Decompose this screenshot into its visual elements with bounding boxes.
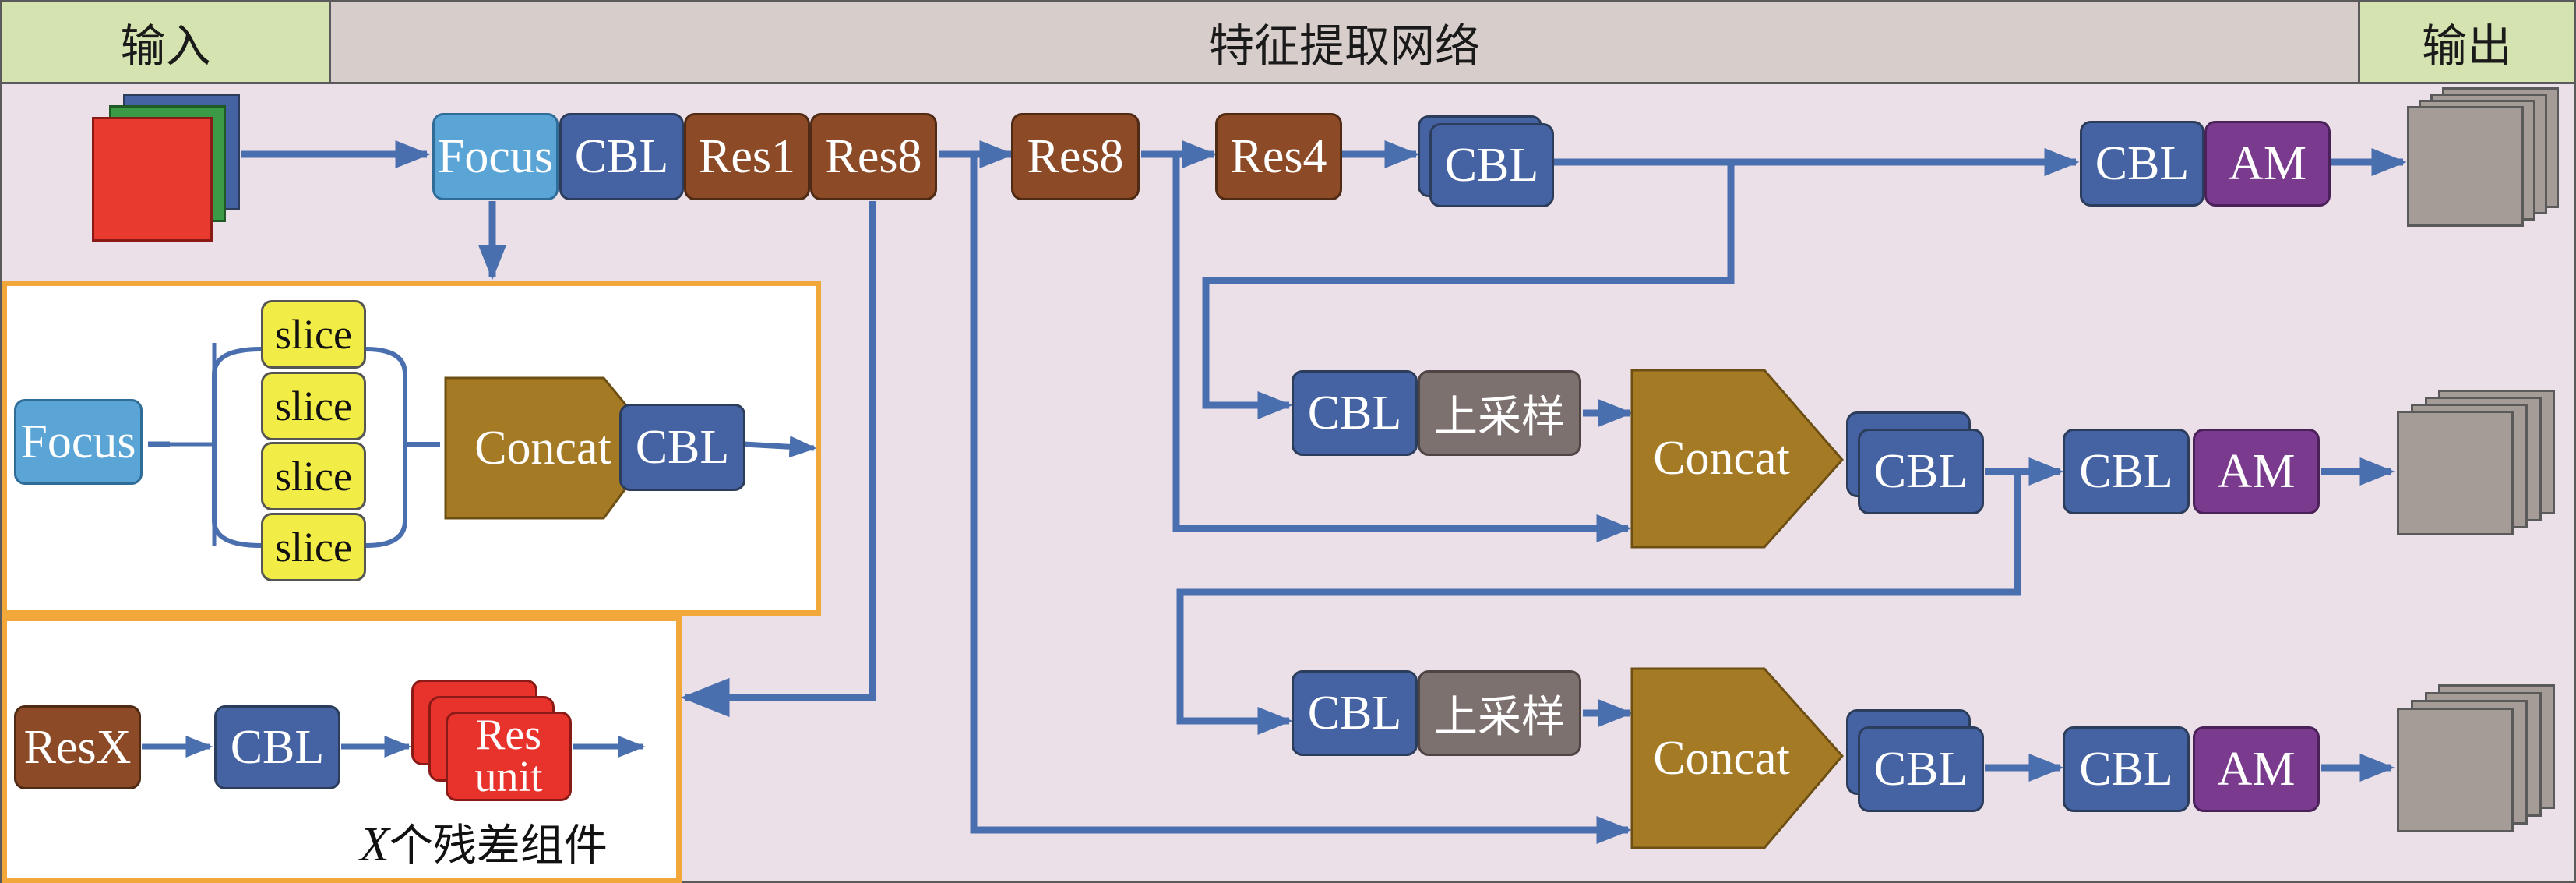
slice-label-4: slice [275, 524, 352, 570]
bot-cbl-in-label: CBL [1307, 686, 1402, 740]
arrow-branch1-down [1202, 162, 1735, 419]
mid-am-block: AM [2193, 429, 2320, 514]
detail-cbl-label: CBL [635, 420, 730, 474]
mid-cbl-in-block: CBL [1292, 370, 1418, 456]
detail-concat-label: Concat [474, 421, 611, 475]
bot-cbl-stack-label: CBL [1873, 742, 1968, 796]
mid-cbl-stack: CBL [1858, 429, 1984, 514]
input-image [92, 94, 248, 249]
mid-am-label: AM [2217, 444, 2296, 498]
backbone-cbl-stack: CBL [1429, 123, 1554, 207]
top-output-stack [2407, 87, 2563, 228]
mid-cbl-block: CBL [2063, 429, 2190, 514]
bot-am-label: AM [2217, 742, 2296, 796]
mid-cbl-stack-label: CBL [1873, 444, 1968, 498]
res-unit-block: Res unit [446, 712, 572, 801]
slice-label-1: slice [275, 311, 352, 358]
slice-block-4: slice [261, 513, 366, 581]
res8-block-1: Res8 [810, 113, 937, 200]
bot-am-block: AM [2193, 726, 2320, 812]
concat-shape-mid [1630, 369, 1844, 549]
detail-cbl-block: CBL [619, 404, 745, 491]
detail-focus-block: Focus [14, 399, 143, 485]
input-header: 输入 [0, 0, 331, 84]
arrow-res8-resx-panel [680, 201, 876, 718]
slice-bracket-left [212, 347, 262, 548]
top-cbl-block: CBL [2080, 121, 2204, 207]
residual-caption-var: X [360, 818, 389, 871]
slice-label-2: slice [275, 383, 352, 429]
top-cbl-label: CBL [2095, 136, 2190, 190]
res8-label-1: Res8 [825, 129, 922, 183]
slice-block-1: slice [261, 300, 366, 369]
mid-concat-label: Concat [1653, 432, 1790, 485]
resx-block: ResX [14, 705, 141, 789]
mid-upsample-label: 上采样 [1434, 391, 1565, 443]
network-header: 特征提取网络 [329, 0, 2360, 84]
mid-cbl-in-label: CBL [1307, 386, 1402, 440]
resx-cbl-label: CBL [230, 720, 325, 774]
concat-shape-bot [1630, 667, 1844, 849]
mid-output-stack [2395, 390, 2559, 538]
residual-caption-text: 个残差组件 [389, 821, 608, 871]
bot-cbl-stack: CBL [1858, 726, 1984, 812]
bot-upsample-label: 上采样 [1434, 691, 1565, 743]
bot-output-stack [2395, 684, 2559, 836]
network-header-label: 特征提取网络 [1208, 19, 1480, 72]
res4-label: Res4 [1230, 129, 1327, 183]
res8-label-2: Res8 [1027, 129, 1124, 183]
output-header-label: 输出 [2421, 19, 2512, 72]
resx-label: ResX [23, 720, 132, 774]
top-am-block: AM [2204, 121, 2331, 207]
arrow-detail-cbl-out [743, 436, 817, 458]
res1-block: Res1 [684, 113, 810, 200]
mid-upsample-block: 上采样 [1418, 370, 1581, 456]
res1-label: Res1 [699, 129, 795, 183]
residual-caption: X个残差组件 [360, 811, 608, 874]
arrow-res8-mid-concat [1172, 154, 1632, 542]
res-unit-label-line1: Res [476, 711, 541, 760]
bot-concat-label: Concat [1653, 731, 1790, 785]
slice-block-3: slice [261, 442, 366, 510]
backbone-cbl-stack-label: CBL [1444, 138, 1539, 192]
bot-upsample-block: 上采样 [1418, 670, 1581, 756]
focus-block-label: Focus [437, 129, 554, 183]
detail-focus-label: Focus [20, 415, 136, 468]
backbone-cbl-label: CBL [574, 129, 669, 183]
output-header: 输出 [2358, 0, 2576, 84]
res-unit-label-line2: unit [474, 752, 543, 801]
bot-cbl-label: CBL [2079, 742, 2173, 796]
mid-cbl-label: CBL [2079, 444, 2173, 498]
backbone-cbl-block: CBL [559, 113, 684, 200]
res8-block-2: Res8 [1011, 113, 1140, 200]
arrow-branch2-down [1176, 472, 2021, 735]
slice-bracket-right [365, 347, 407, 548]
focus-block: Focus [432, 113, 559, 200]
bot-cbl-in-block: CBL [1292, 670, 1418, 756]
arrow-res8-bot-concat [970, 154, 1632, 844]
slice-label-3: slice [275, 453, 352, 500]
top-am-label: AM [2229, 136, 2306, 190]
arrow-detail-slices-in [170, 342, 217, 546]
bot-cbl-block: CBL [2063, 726, 2190, 812]
slice-block-2: slice [261, 372, 366, 440]
res4-block: Res4 [1215, 113, 1342, 200]
input-header-label: 输入 [120, 19, 211, 72]
resx-cbl-block: CBL [214, 705, 340, 789]
